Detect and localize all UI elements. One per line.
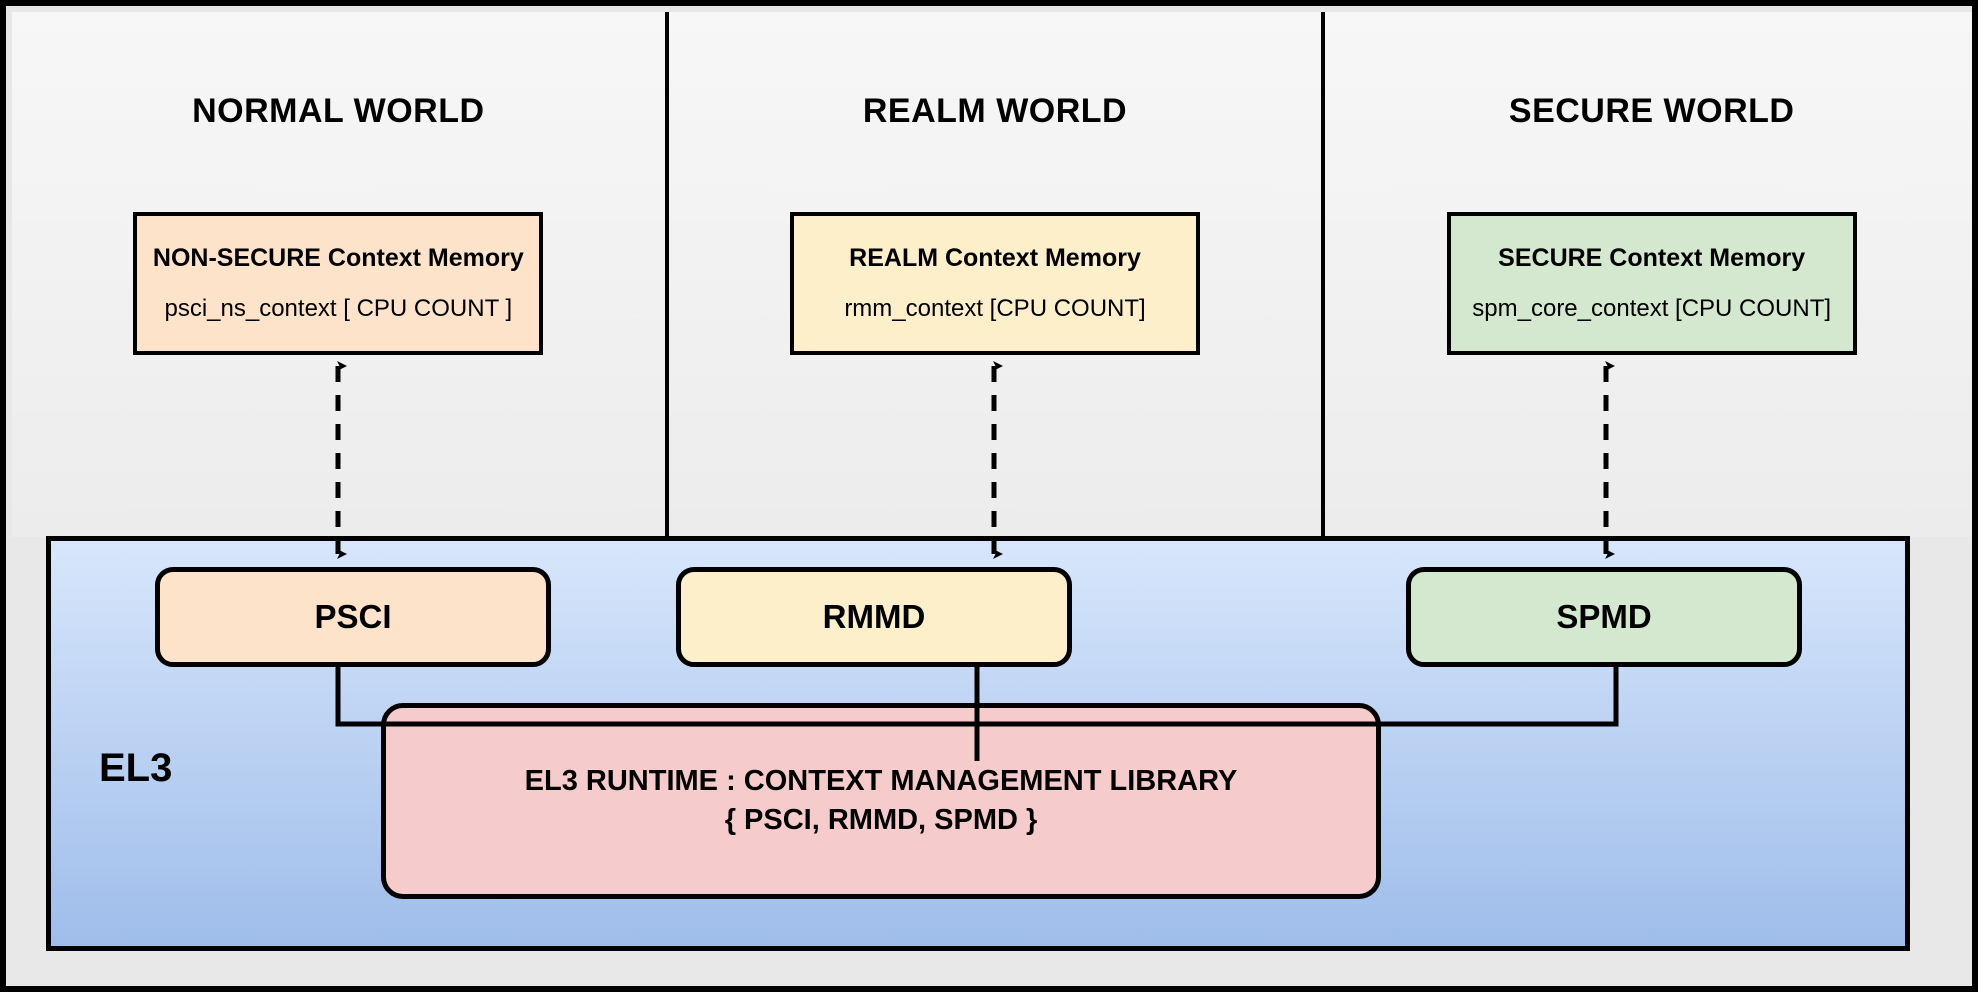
world-title-normal: NORMAL WORLD — [192, 92, 485, 130]
context-memory-subtitle-normal: psci_ns_context [ CPU COUNT ] — [164, 295, 513, 322]
context-memory-box-normal: NON-SECURE Context Memory psci_ns_contex… — [133, 212, 544, 355]
world-title-secure: SECURE WORLD — [1508, 92, 1795, 130]
world-title-realm: REALM WORLD — [862, 92, 1128, 130]
context-memory-title-secure: SECURE Context Memory — [1498, 244, 1806, 272]
dispatcher-label-psci: PSCI — [314, 598, 392, 635]
context-memory-box-secure: SECURE Context Memory spm_core_context [… — [1446, 212, 1857, 355]
el3-runtime-library-box: EL3 RUNTIME : CONTEXT MANAGEMENT LIBRARY… — [381, 703, 1381, 899]
context-memory-subtitle-realm: rmm_context [CPU COUNT] — [844, 295, 1146, 322]
runtime-library-line-1: EL3 RUNTIME : CONTEXT MANAGEMENT LIBRARY — [524, 765, 1238, 798]
runtime-library-line-2: { PSCI, RMMD, SPMD } — [724, 804, 1038, 836]
context-memory-subtitle-secure: spm_core_context [CPU COUNT] — [1472, 295, 1832, 322]
dispatcher-box-spmd: SPMD — [1406, 567, 1802, 667]
context-memory-title-realm: REALM Context Memory — [849, 244, 1141, 272]
el3-label: EL3 — [99, 746, 173, 790]
worlds-strip: NORMAL WORLD NON-SECURE Context Memory p… — [12, 12, 1972, 537]
dispatcher-label-rmmd: RMMD — [822, 598, 926, 635]
context-memory-box-realm: REALM Context Memory rmm_context [CPU CO… — [790, 212, 1200, 355]
world-column-normal: NORMAL WORLD NON-SECURE Context Memory p… — [12, 12, 665, 537]
dispatcher-box-rmmd: RMMD — [676, 567, 1072, 667]
world-column-realm: REALM WORLD REALM Context Memory rmm_con… — [664, 12, 1322, 537]
el3-panel: EL3 PSCI RMMD SPMD EL3 RUNTIME : CONTEXT… — [46, 536, 1910, 951]
dispatcher-box-psci: PSCI — [155, 567, 551, 667]
dispatcher-label-spmd: SPMD — [1556, 598, 1652, 635]
context-memory-title-normal: NON-SECURE Context Memory — [152, 244, 524, 272]
world-column-secure: SECURE WORLD SECURE Context Memory spm_c… — [1321, 12, 1972, 537]
